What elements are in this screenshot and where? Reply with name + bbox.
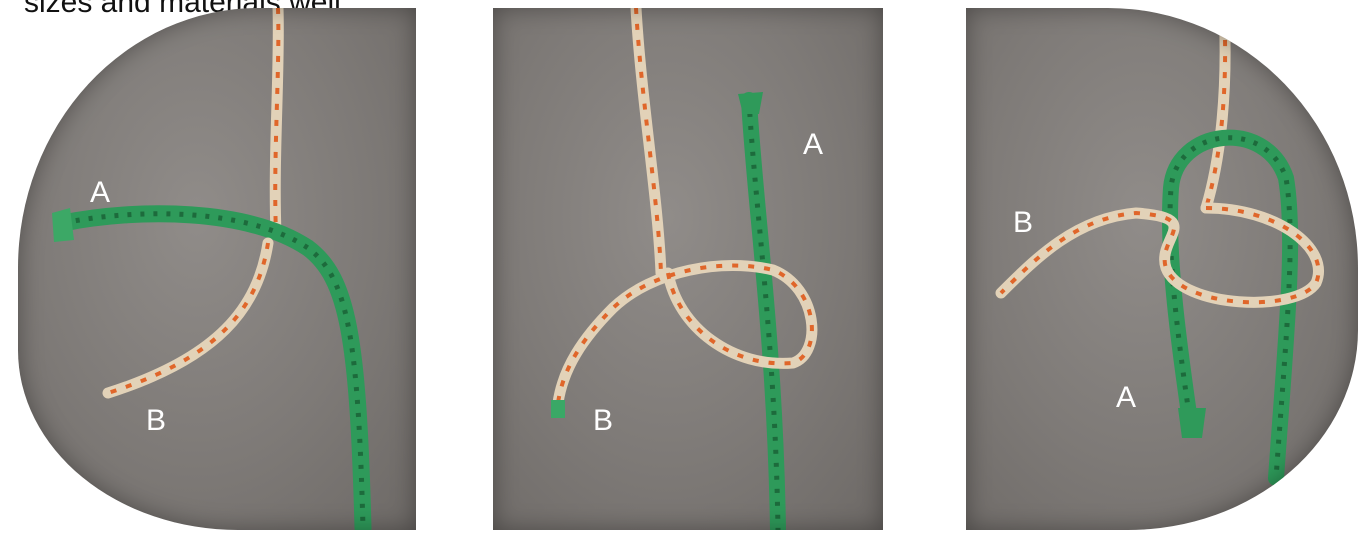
rope-end-label-a: A — [90, 178, 110, 208]
rope-drawing-1 — [18, 8, 416, 530]
rope-end-label-b: B — [1013, 208, 1033, 238]
rope-drawing-3 — [966, 8, 1358, 530]
rope-drawing-2 — [493, 8, 883, 530]
knot-step-1-photo: A B — [18, 8, 416, 530]
rope-end-label-b: B — [593, 406, 613, 436]
knot-step-2-photo: A B — [493, 8, 883, 530]
rope-end-label-a: A — [1116, 383, 1136, 413]
knot-step-3-photo: B A — [966, 8, 1358, 530]
rope-end-label-b: B — [146, 406, 166, 436]
rope-end-label-a: A — [803, 130, 823, 160]
